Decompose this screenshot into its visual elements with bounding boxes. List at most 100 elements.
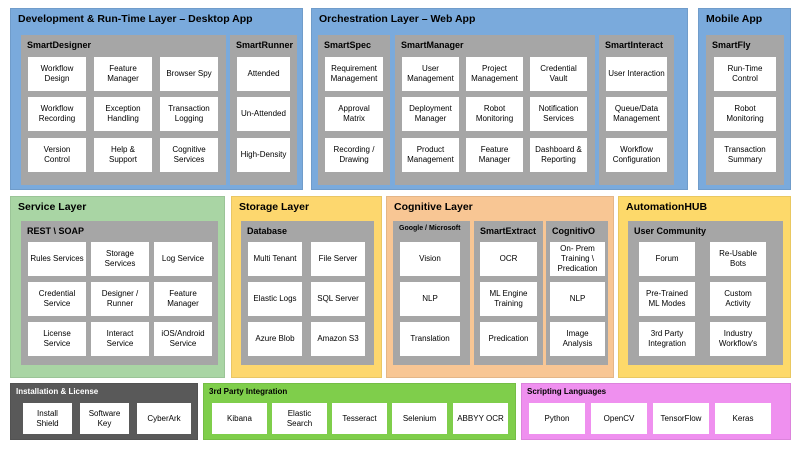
workflow-design-box: Workflow Design	[28, 57, 86, 91]
predication-box: Predication	[480, 322, 537, 356]
smartrunner-title: SmartRunner	[236, 40, 294, 50]
tesseract-box: Tesseract	[332, 403, 387, 434]
smartfly-group: SmartFly Run-Time Control Robot Monitori…	[706, 35, 784, 185]
smartextract-group: SmartExtract OCR ML Engine Training Pred…	[474, 221, 543, 365]
automationhub-layer-title: AutomationHUB	[626, 201, 708, 213]
queue-data-management-box: Queue/Data Management	[606, 97, 667, 131]
cognitivo-group: CognitivO On- Prem Training \ Predicatio…	[546, 221, 608, 365]
user-community-title: User Community	[634, 226, 707, 236]
smartinteract-title: SmartInteract	[605, 40, 664, 50]
interact-service-box: Interact Service	[91, 322, 149, 356]
project-management-box: Project Management	[466, 57, 523, 91]
smartdesigner-group: SmartDesigner Workflow Design Feature Ma…	[21, 35, 226, 185]
kibana-box: Kibana	[212, 403, 267, 434]
storage-services-box: Storage Services	[91, 242, 149, 276]
orchestration-layer: Orchestration Layer – Web App SmartSpec …	[311, 8, 688, 190]
elastic-logs-box: Elastic Logs	[248, 282, 302, 316]
google-microsoft-title: Google / Microsoft	[399, 225, 461, 232]
ios-android-service-box: iOS/Android Service	[154, 322, 212, 356]
smartextract-title: SmartExtract	[480, 226, 537, 236]
smartinteract-group: SmartInteract User Interaction Queue/Dat…	[599, 35, 674, 185]
feature-manager-box: Feature Manager	[94, 57, 152, 91]
deployment-manager-box: Deployment Manager	[402, 97, 459, 131]
run-time-control-box: Run-Time Control	[714, 57, 776, 91]
service-layer-title: Service Layer	[18, 201, 87, 213]
workflow-configuration-box: Workflow Configuration	[606, 138, 667, 172]
version-control-box: Version Control	[28, 138, 86, 172]
service-layer: Service Layer REST \ SOAP Rules Services…	[10, 196, 225, 378]
feature-manager-service-box: Feature Manager	[154, 282, 212, 316]
amazon-s3-box: Amazon S3	[311, 322, 365, 356]
smartmanager-group: SmartManager User Management Project Man…	[395, 35, 595, 185]
smartfly-title: SmartFly	[712, 40, 751, 50]
orchestration-layer-title: Orchestration Layer – Web App	[319, 13, 476, 25]
smartrunner-group: SmartRunner Attended Un-Attended High-De…	[230, 35, 297, 185]
license-service-box: License Service	[28, 322, 86, 356]
browser-spy-box: Browser Spy	[160, 57, 218, 91]
smartspec-group: SmartSpec Requirement Management Approva…	[318, 35, 390, 185]
dev-runtime-layer: Development & Run-Time Layer – Desktop A…	[10, 8, 303, 190]
credential-vault-box: Credential Vault	[530, 57, 587, 91]
image-analysis-box: Image Analysis	[550, 322, 605, 356]
scripting-languages-title: Scripting Languages	[527, 387, 607, 396]
scripting-languages-layer: Scripting Languages Python OpenCV Tensor…	[521, 383, 791, 440]
attended-box: Attended	[237, 57, 290, 91]
azure-blob-box: Azure Blob	[248, 322, 302, 356]
on-prem-training-box: On- Prem Training \ Predication	[550, 242, 605, 276]
opencv-box: OpenCV	[591, 403, 647, 434]
credential-service-box: Credential Service	[28, 282, 86, 316]
automationhub-layer: AutomationHUB User Community Forum Re-Us…	[618, 196, 791, 378]
transaction-logging-box: Transaction Logging	[160, 97, 218, 131]
log-service-box: Log Service	[154, 242, 212, 276]
exception-handling-box: Exception Handling	[94, 97, 152, 131]
abbyy-ocr-box: ABBYY OCR	[453, 403, 508, 434]
database-title: Database	[247, 226, 288, 236]
mobile-app-layer: Mobile App SmartFly Run-Time Control Rob…	[698, 8, 791, 190]
un-attended-box: Un-Attended	[237, 97, 290, 131]
rest-soap-group: REST \ SOAP Rules Services Storage Servi…	[21, 221, 218, 365]
third-party-integration-layer: 3rd Party Integration Kibana Elastic Sea…	[203, 383, 516, 440]
designer-runner-box: Designer / Runner	[91, 282, 149, 316]
pre-trained-ml-modes-box: Pre-Trained ML Modes	[639, 282, 695, 316]
transaction-summary-box: Transaction Summary	[714, 138, 776, 172]
cyberark-box: CyberArk	[137, 403, 191, 434]
recording-drawing-box: Recording / Drawing	[325, 138, 383, 172]
storage-layer-title: Storage Layer	[239, 201, 310, 213]
high-density-box: High-Density	[237, 138, 290, 172]
product-management-box: Product Management	[402, 138, 459, 172]
notification-services-box: Notification Services	[530, 97, 587, 131]
re-usable-bots-box: Re-Usable Bots	[710, 242, 766, 276]
file-server-box: File Server	[311, 242, 365, 276]
approval-matrix-box: Approval Matrix	[325, 97, 383, 131]
smartdesigner-title: SmartDesigner	[27, 40, 92, 50]
rest-soap-title: REST \ SOAP	[27, 226, 85, 236]
selenium-box: Selenium	[392, 403, 447, 434]
robot-monitoring-box: Robot Monitoring	[466, 97, 523, 131]
software-key-box: Software Key	[80, 403, 129, 434]
install-shield-box: Install Shield	[23, 403, 72, 434]
nlp-cognitivo-box: NLP	[550, 282, 605, 316]
cognitivo-title: CognitivO	[552, 226, 595, 236]
keras-box: Keras	[715, 403, 771, 434]
robot-monitoring-mobile-box: Robot Monitoring	[714, 97, 776, 131]
user-community-group: User Community Forum Re-Usable Bots Pre-…	[628, 221, 783, 365]
mobile-app-layer-title: Mobile App	[706, 13, 763, 25]
user-interaction-box: User Interaction	[606, 57, 667, 91]
nlp-google-box: NLP	[400, 282, 460, 316]
storage-layer: Storage Layer Database Multi Tenant File…	[231, 196, 382, 378]
third-party-integration-box: 3rd Party Integration	[639, 322, 695, 356]
cognitive-layer: Cognitive Layer Google / Microsoft Visio…	[386, 196, 614, 378]
help-support-box: Help & Support	[94, 138, 152, 172]
elastic-search-box: Elastic Search	[272, 403, 327, 434]
ocr-box: OCR	[480, 242, 537, 276]
third-party-integration-title: 3rd Party Integration	[209, 387, 288, 396]
ml-engine-training-box: ML Engine Training	[480, 282, 537, 316]
user-management-box: User Management	[402, 57, 459, 91]
installation-license-layer: Installation & License Install Shield So…	[10, 383, 198, 440]
requirement-management-box: Requirement Management	[325, 57, 383, 91]
installation-license-title: Installation & License	[16, 387, 99, 396]
sql-server-box: SQL Server	[311, 282, 365, 316]
tensorflow-box: TensorFlow	[653, 403, 709, 434]
cognitive-layer-title: Cognitive Layer	[394, 201, 473, 213]
translation-box: Translation	[400, 322, 460, 356]
